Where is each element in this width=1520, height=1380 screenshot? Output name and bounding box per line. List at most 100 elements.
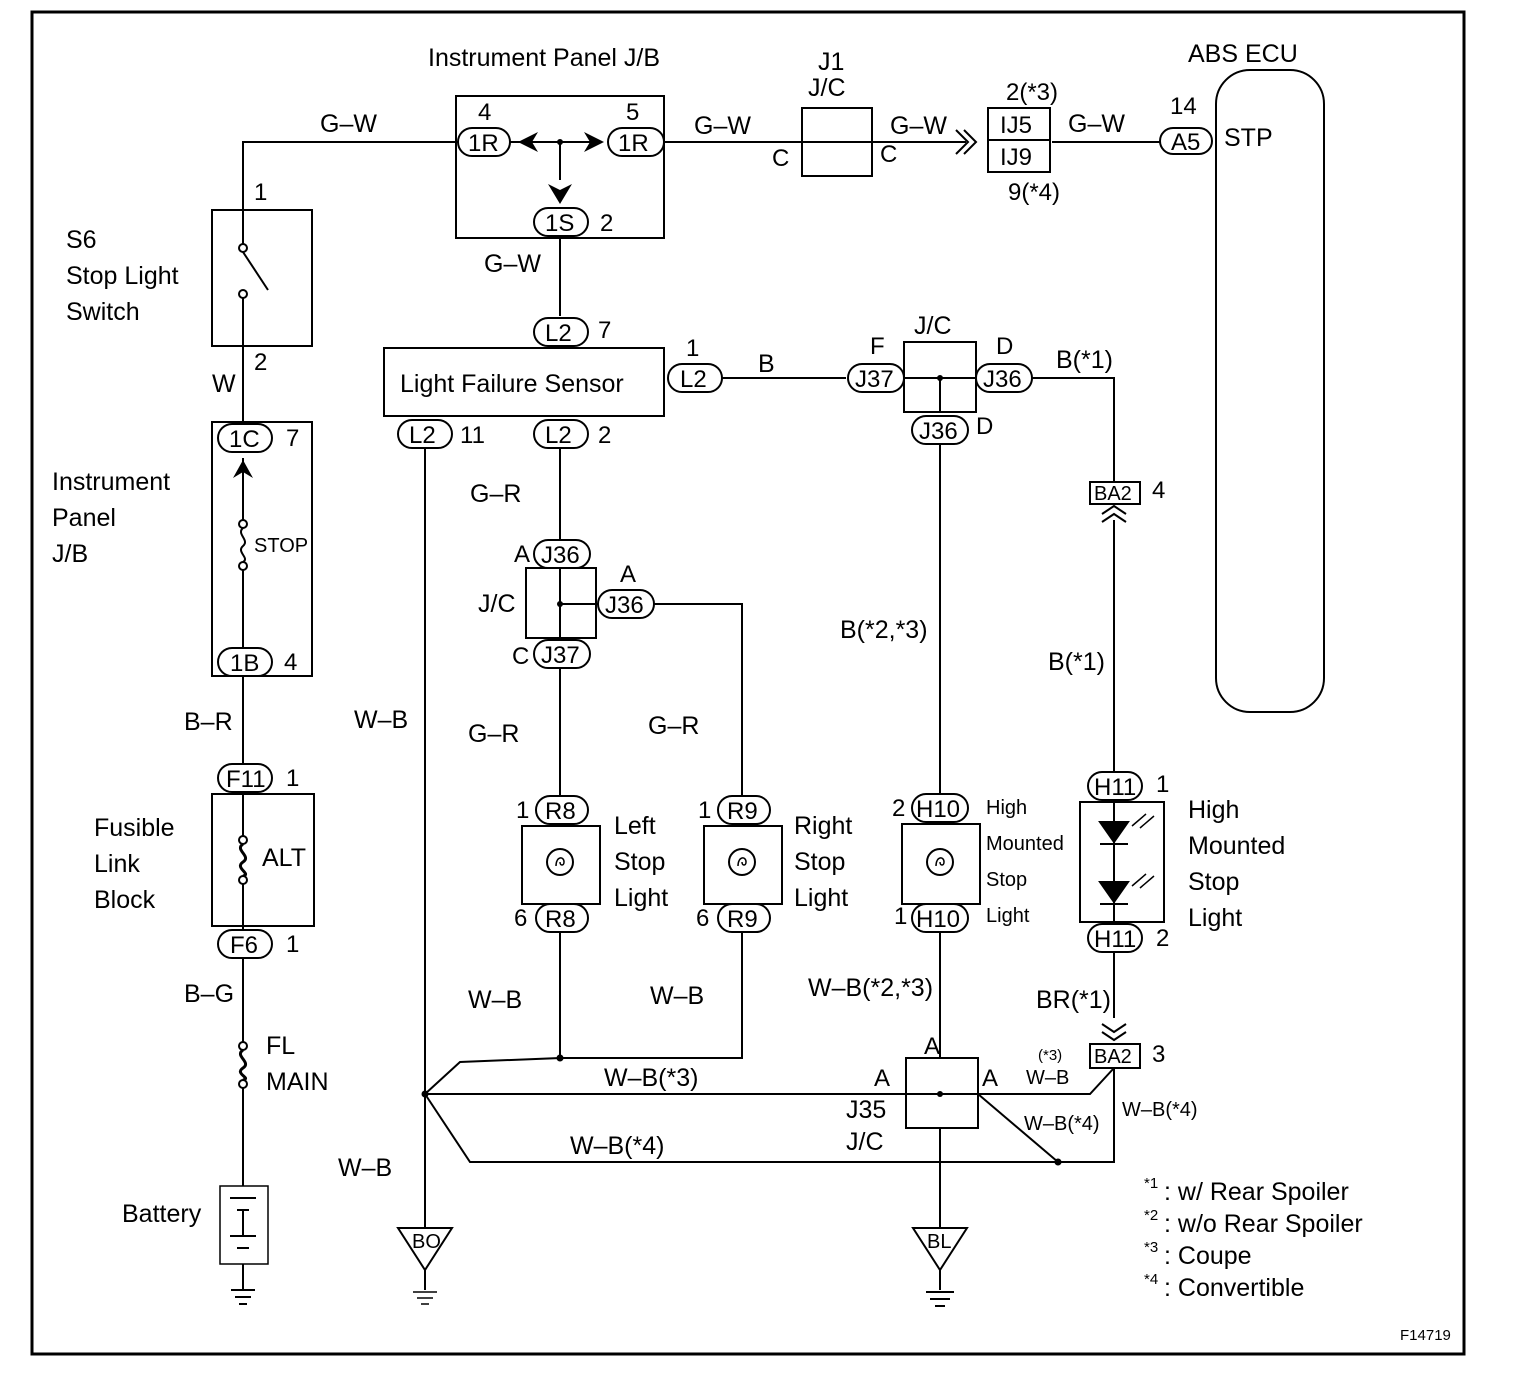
abs-ecu-pin: 14 <box>1170 93 1197 120</box>
switch-code: S6 <box>66 226 97 254</box>
j1-body <box>801 107 873 177</box>
ip-jb-top-conn-bottom <box>533 207 589 237</box>
h10-name-line2: Mounted <box>986 833 1064 855</box>
ba2-bottom-body <box>1089 1043 1141 1069</box>
jc-mid-pin-a-right: A <box>620 561 636 588</box>
wire-label: G–W <box>484 250 541 278</box>
ip-jb-top-conn-left <box>457 127 511 157</box>
wire-label: G–R <box>648 712 699 740</box>
h11-name-line1: High <box>1188 796 1239 824</box>
fusible-name-line3: Block <box>94 886 156 914</box>
ij-connector: IJ5 IJ9 2(*3) 9(*4) <box>955 79 1060 206</box>
battery-body <box>219 1185 269 1265</box>
wire-label: W–B(*4) <box>1122 1099 1198 1121</box>
wire-label: G–W <box>694 112 751 140</box>
fuse-icon <box>240 527 246 563</box>
fusible-body <box>211 793 315 927</box>
r8-pin-bottom: 6 <box>514 905 527 932</box>
fl-main: FL MAIN <box>238 1032 329 1096</box>
switch-contact-top <box>238 243 248 253</box>
jc-tr-junction <box>937 375 943 381</box>
high-mounted-stop-light-h11: H11 1 H11 2 High Mounted Stop Light <box>1079 771 1285 953</box>
right-stop-light: 1 R9 6 R9 Right Stop Light <box>696 795 852 933</box>
jc-tr-conn-bottom-label: J36 <box>919 418 958 445</box>
ip-jb-left-pin-top: 7 <box>286 425 299 452</box>
fl-main-line1: FL <box>266 1032 295 1060</box>
fusible-pin-bottom: 1 <box>286 931 299 958</box>
r9-pin-top: 1 <box>698 797 711 824</box>
fl-main-top <box>238 1041 248 1051</box>
wire-label: B(*1) <box>1048 648 1105 676</box>
left-stop-light-line2: Stop <box>614 848 665 876</box>
jc-tr-pin-d2: D <box>976 413 993 440</box>
j35-junction-connector: A A A J35 J/C <box>846 1033 998 1156</box>
fusible-conn-bottom-label: F6 <box>230 932 258 959</box>
r8-pin-top: 1 <box>516 797 529 824</box>
h11-name-line2: Mounted <box>1188 832 1285 860</box>
jc-mid-junction <box>557 601 563 607</box>
wire-label: W–B <box>354 706 408 734</box>
ground-bl-label: BL <box>927 1231 951 1253</box>
jc-tr-pin-d: D <box>996 333 1013 360</box>
switch-pin-bottom: 2 <box>254 349 267 376</box>
jc-tr-conn-left <box>847 363 905 393</box>
ip-jb-left-conn-top-label: 1C <box>229 426 260 453</box>
h10-name-line4: Light <box>986 905 1030 927</box>
ground-bl: BL <box>911 1227 969 1307</box>
legend-text: : w/o Rear Spoiler <box>1164 1210 1363 1238</box>
legend-mark: *4 <box>1144 1271 1158 1288</box>
fl-main-line2: MAIN <box>266 1068 329 1096</box>
fusible-fuse-bottom <box>238 875 248 885</box>
wire-label: W–B(*3) <box>604 1064 698 1092</box>
ip-jb-left-conn-top <box>217 423 273 453</box>
jc-mid-conn-right <box>597 589 655 619</box>
ip-jb-top-conn-bottom-label: 1S <box>545 210 574 237</box>
junction-dot <box>421 1090 429 1098</box>
j1-pin-right: C <box>880 141 897 168</box>
ip-jb-left-name-line2: Panel <box>52 504 116 532</box>
j1-jc-label: J/C <box>808 74 846 102</box>
lfs-pin-bottom-right: 2 <box>598 422 611 449</box>
wire-label: B–R <box>184 708 233 736</box>
r9-pin-bottom: 6 <box>696 905 709 932</box>
jc-mid-body <box>525 567 597 639</box>
h10-conn-top-label: H10 <box>916 796 960 823</box>
ground-bo: BO <box>396 1227 454 1305</box>
stop-light-switch: S6 Stop Light Switch 1 2 <box>66 179 313 376</box>
wire-label: W–B <box>650 982 704 1010</box>
lfs-pin-top: 7 <box>598 317 611 344</box>
ip-jb-top-conn-right-label: 1R <box>618 130 649 157</box>
ba2-top-body <box>1089 481 1141 505</box>
wire-label: B–G <box>184 980 234 1008</box>
jc-tr-label: J/C <box>914 312 952 340</box>
j35-name-line2: J/C <box>846 1128 884 1156</box>
jc-tr-conn-right-label: J36 <box>983 366 1022 393</box>
j1-label: J1 <box>818 48 844 76</box>
fusible-fuse-top <box>238 835 248 845</box>
r9-conn-top-label: R9 <box>727 798 758 825</box>
wire-label: G–W <box>320 110 377 138</box>
h11-body <box>1079 801 1165 923</box>
jc-top-right: J/C F D J37 J36 J36 D <box>847 312 1033 445</box>
ba2-bottom-pin: 3 <box>1152 1041 1165 1068</box>
switch-name-line2: Switch <box>66 298 140 326</box>
jc-tr-conn-bottom <box>911 415 969 445</box>
abs-ecu: ABS ECU 14 A5 STP <box>1159 40 1325 713</box>
wire-label: W–B <box>468 986 522 1014</box>
ba2-top-label: BA2 <box>1094 483 1132 505</box>
ground-triangle-icon <box>911 1227 969 1272</box>
chevron-up-icon <box>233 460 253 478</box>
h10-conn-bottom-label: H10 <box>916 906 960 933</box>
h10-pin-top: 2 <box>892 795 905 822</box>
legend-mark: *1 <box>1144 1175 1158 1192</box>
left-stop-light: 1 R8 6 R8 Left Stop Light <box>514 795 668 933</box>
ij9-label: IJ9 <box>1000 144 1032 171</box>
junction-dot <box>556 1054 564 1062</box>
ip-jb-left-fuse-label: STOP <box>254 535 308 557</box>
switch-body <box>211 209 313 347</box>
abs-ecu-connector-label: A5 <box>1171 129 1200 156</box>
ground-triangle-icon <box>396 1227 454 1272</box>
lfs-conn-bottom-right-label: L2 <box>545 422 572 449</box>
wire-label: W <box>212 370 236 398</box>
h11-conn-bottom <box>1087 923 1143 953</box>
